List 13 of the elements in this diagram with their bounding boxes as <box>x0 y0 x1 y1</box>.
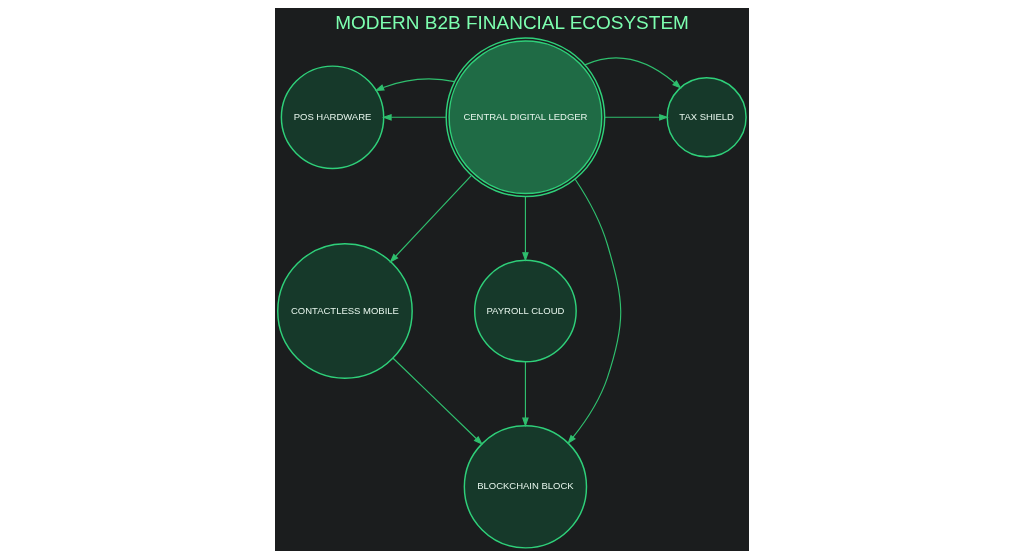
node-circle: CONTACTLESS MOBILE <box>277 243 413 379</box>
arrow <box>389 174 473 263</box>
arrow <box>522 361 529 428</box>
diagram-title: MODERN B2B FINANCIAL ECOSYSTEM <box>335 12 689 34</box>
arrow <box>392 357 483 446</box>
arrow <box>604 113 669 121</box>
arrow <box>567 178 622 445</box>
arrow <box>374 78 456 92</box>
node-circle: BLOCKCHAIN BLOCK <box>463 425 588 549</box>
node-circle: PAYROLL CLOUD <box>473 259 577 363</box>
arrow <box>522 196 529 262</box>
arrow <box>382 113 447 121</box>
arrow <box>584 57 682 89</box>
